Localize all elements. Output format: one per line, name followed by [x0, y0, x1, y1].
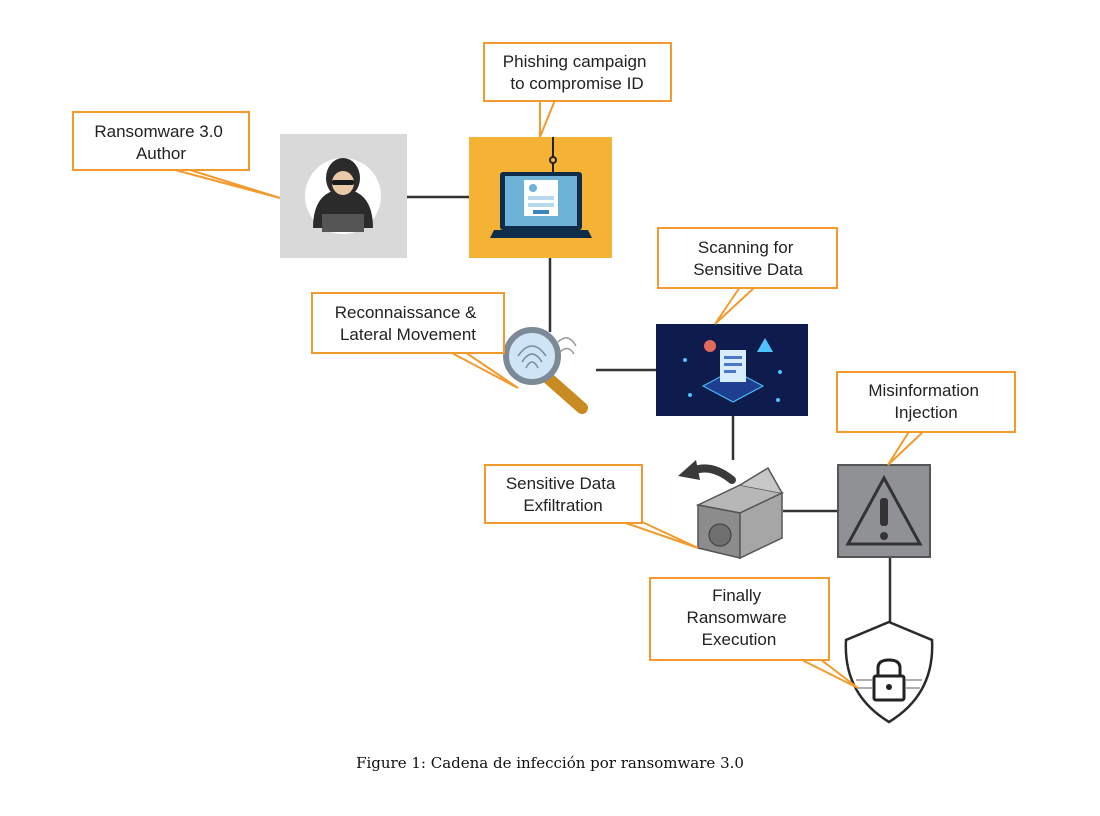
callout-execution-line-3: Execution — [702, 630, 777, 649]
callout-execution-line-1: Finally — [712, 586, 762, 605]
callout-execution-text: Finally Ransomware Execution — [687, 586, 792, 649]
magnifier-fingerprint-icon — [503, 327, 588, 414]
callout-author-line-2: Author — [136, 144, 186, 163]
globe-icon — [708, 523, 732, 547]
callout-recon: Reconnaissance & Lateral Movement — [311, 292, 519, 389]
phishing-node — [469, 137, 612, 258]
warning-icon — [845, 474, 923, 546]
callout-author: Ransomware 3.0 Author — [72, 111, 281, 199]
callout-recon-text: Reconnaissance & Lateral Movement — [335, 303, 482, 344]
callout-scanning-line-2: Sensitive Data — [693, 260, 803, 279]
callout-scanning-line-1: Scanning for — [698, 238, 794, 257]
exfil-box-icon — [678, 460, 785, 560]
callout-exfil-line-1: Sensitive Data — [506, 474, 616, 493]
callout-execution: Finally Ransomware Execution — [649, 577, 859, 689]
callout-phishing: Phishing campaign to compromise ID — [483, 42, 672, 138]
callout-author-line-1: Ransomware 3.0 — [94, 122, 223, 141]
author-node — [280, 134, 407, 258]
callout-phishing-line-1: Phishing campaign — [503, 52, 647, 71]
figure-caption: Figure 1: Cadena de infección por ransom… — [356, 754, 744, 772]
misinfo-node — [837, 464, 931, 558]
laptop-icon — [490, 172, 592, 238]
callout-phishing-text: Phishing campaign to compromise ID — [503, 52, 651, 93]
callout-misinfo-line-2: Injection — [894, 403, 957, 422]
scanning-node — [656, 324, 808, 416]
callout-scanning: Scanning for Sensitive Data — [657, 227, 838, 325]
callout-scanning-text: Scanning for Sensitive Data — [693, 238, 803, 279]
callout-exfil-text: Sensitive Data Exfiltration — [506, 474, 620, 515]
shield-lock-icon — [844, 620, 934, 724]
callout-misinfo-text: Misinformation Injection — [868, 381, 983, 422]
callout-misinfo: Misinformation Injection — [836, 371, 1016, 466]
callout-misinfo-line-1: Misinformation — [868, 381, 979, 400]
callout-exfil-line-2: Exfiltration — [523, 496, 602, 515]
callout-recon-line-2: Lateral Movement — [340, 325, 476, 344]
connectors — [407, 195, 892, 622]
callout-execution-line-2: Ransomware — [687, 608, 787, 627]
callout-phishing-line-2: to compromise ID — [510, 74, 643, 93]
callout-recon-line-1: Reconnaissance & — [335, 303, 477, 322]
data-scan-icon — [683, 338, 782, 403]
hacker-icon — [313, 158, 373, 232]
callout-exfil: Sensitive Data Exfiltration — [484, 464, 699, 549]
callout-author-text: Ransomware 3.0 Author — [94, 122, 227, 163]
